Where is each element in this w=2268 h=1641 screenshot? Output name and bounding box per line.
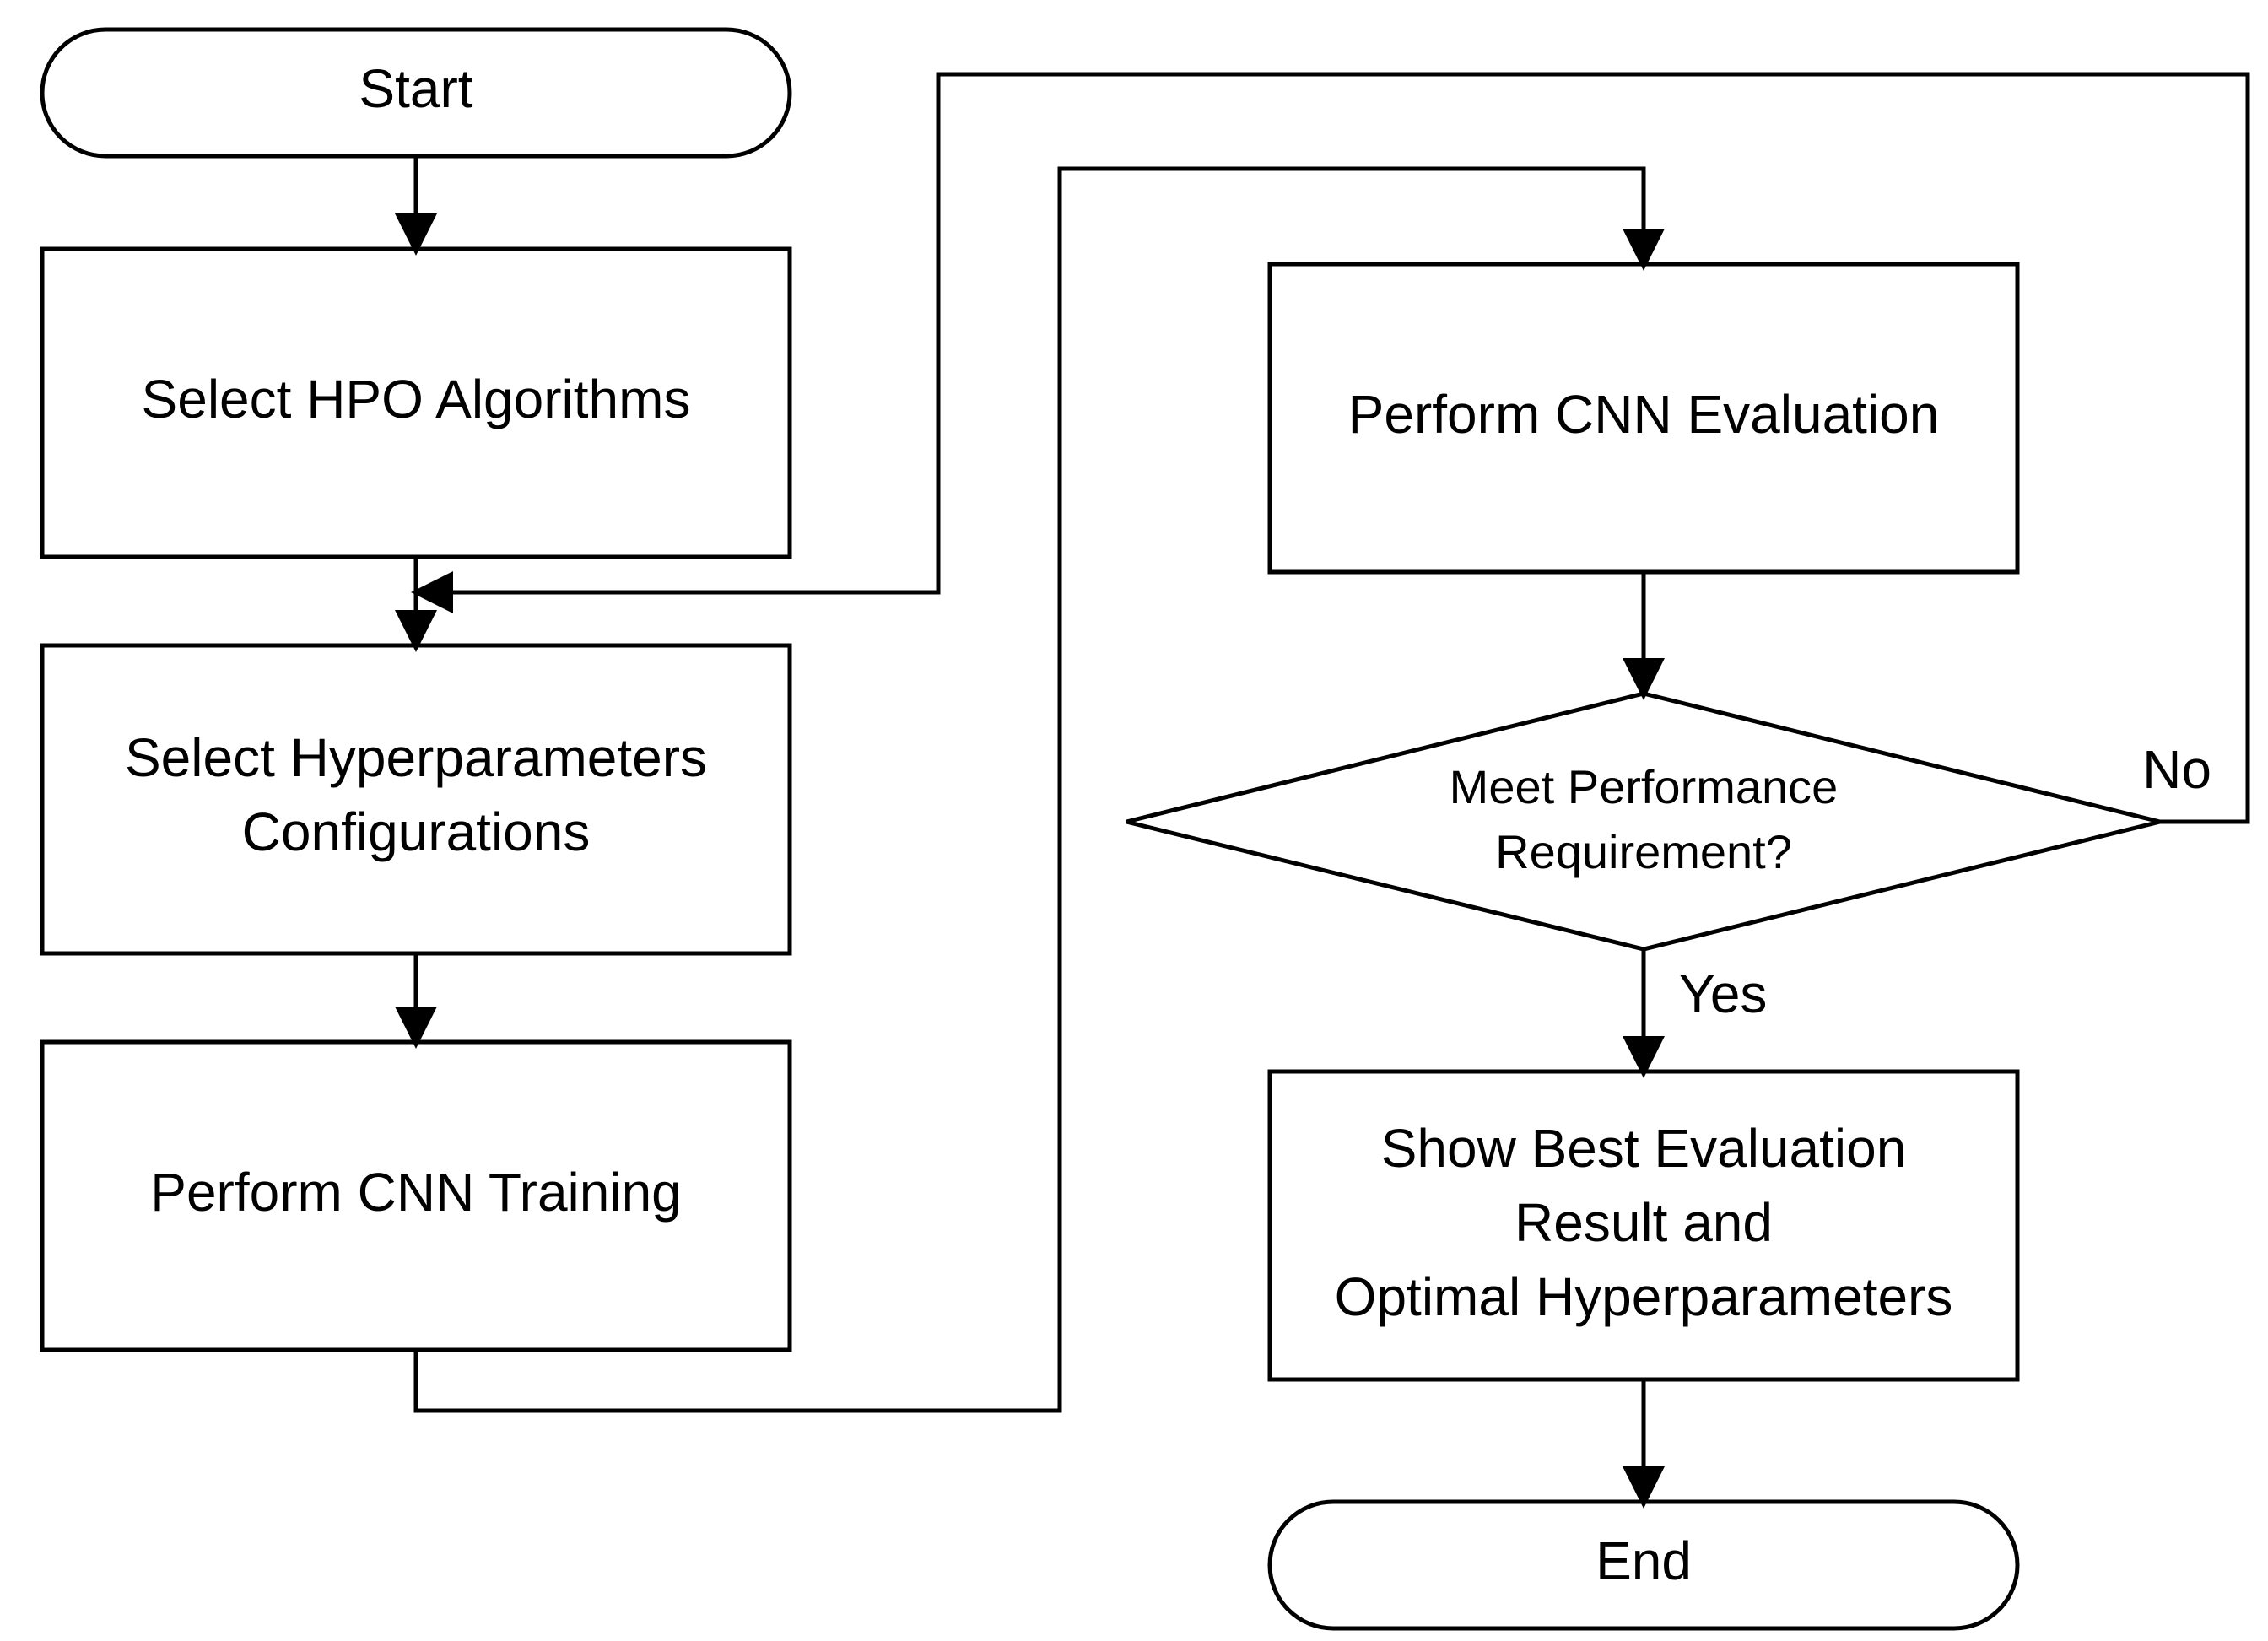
cnn-evaluation-label: Perform CNN Evaluation: [1348, 384, 1940, 445]
select-hpo-label: Select HPO Algorithms: [142, 369, 691, 429]
start-label: Start: [359, 58, 472, 119]
decision-label-line1: Meet Performance: [1450, 760, 1839, 813]
show-best-label-line3: Optimal Hyperparameters: [1335, 1266, 1953, 1327]
arrow-training-to-evaluation: [413, 166, 1665, 1413]
cnn-training-box: Perform CNN Training: [40, 1039, 792, 1352]
arrow-decision-no-loop: [411, 72, 2250, 824]
select-hyperparameters-label-line2: Configurations: [242, 802, 591, 862]
decision-label-line2: Requirement?: [1495, 825, 1792, 878]
show-best-label-line1: Show Best Evaluation: [1381, 1118, 1907, 1179]
start-terminator: Start: [40, 27, 792, 159]
end-terminator: End: [1267, 1499, 2020, 1631]
yes-label: Yes: [1679, 964, 1767, 1024]
no-label: No: [2142, 739, 2211, 800]
select-hyperparameters-label-line1: Select Hyperparameters: [125, 727, 707, 788]
show-best-result-box: Show Best Evaluation Result and Optimal …: [1267, 1069, 2020, 1382]
cnn-training-label: Perform CNN Training: [150, 1162, 682, 1223]
end-label: End: [1596, 1530, 1692, 1591]
cnn-evaluation-box: Perform CNN Evaluation: [1267, 262, 2020, 575]
select-hyperparameters-box: Select Hyperparameters Configurations: [40, 643, 792, 956]
performance-decision: Meet Performance Requirement?: [1126, 691, 2161, 952]
select-hpo-box: Select HPO Algorithms: [40, 246, 792, 559]
show-best-label-line2: Result and: [1515, 1192, 1773, 1253]
